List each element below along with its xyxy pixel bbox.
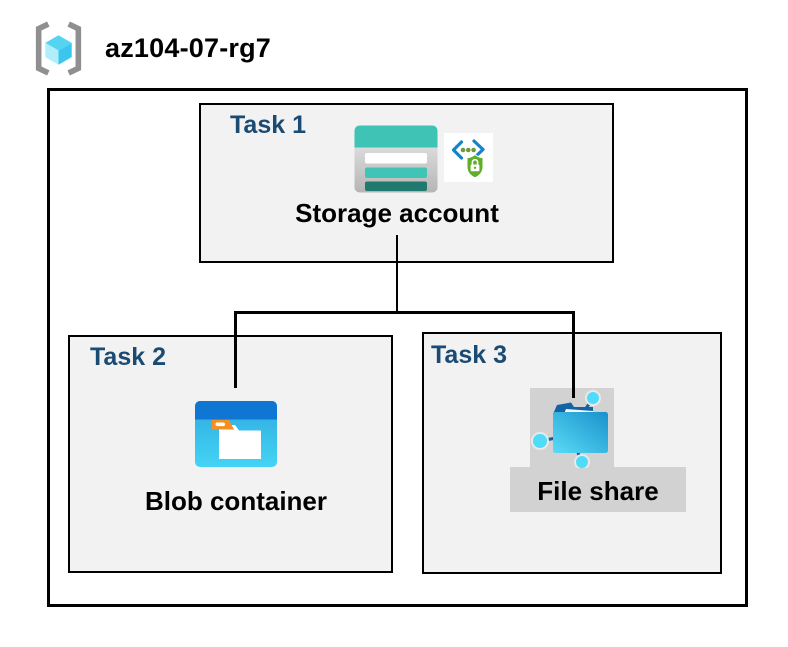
storage-account-caption: Storage account	[295, 198, 499, 228]
file-share-icon	[531, 390, 608, 468]
connector-storage-down	[395, 235, 398, 312]
connector-to-blob	[234, 311, 237, 388]
connector-horizontal	[234, 311, 575, 314]
blob-container-icon	[195, 401, 277, 467]
file-share-label-highlight	[510, 467, 686, 512]
task2-label: Task 2	[90, 343, 166, 371]
resource-group-title: az104-07-rg7	[105, 33, 271, 63]
file-share-caption: File share	[537, 476, 659, 506]
storage-account-icon	[354, 125, 438, 193]
task3-label: Task 3	[431, 341, 507, 369]
blob-container-caption: Blob container	[144, 486, 327, 516]
resource-group-icon	[35, 21, 82, 76]
sas-security-icon	[444, 133, 493, 182]
task1-label: Task 1	[230, 111, 306, 139]
connector-to-fileshare	[572, 311, 575, 398]
